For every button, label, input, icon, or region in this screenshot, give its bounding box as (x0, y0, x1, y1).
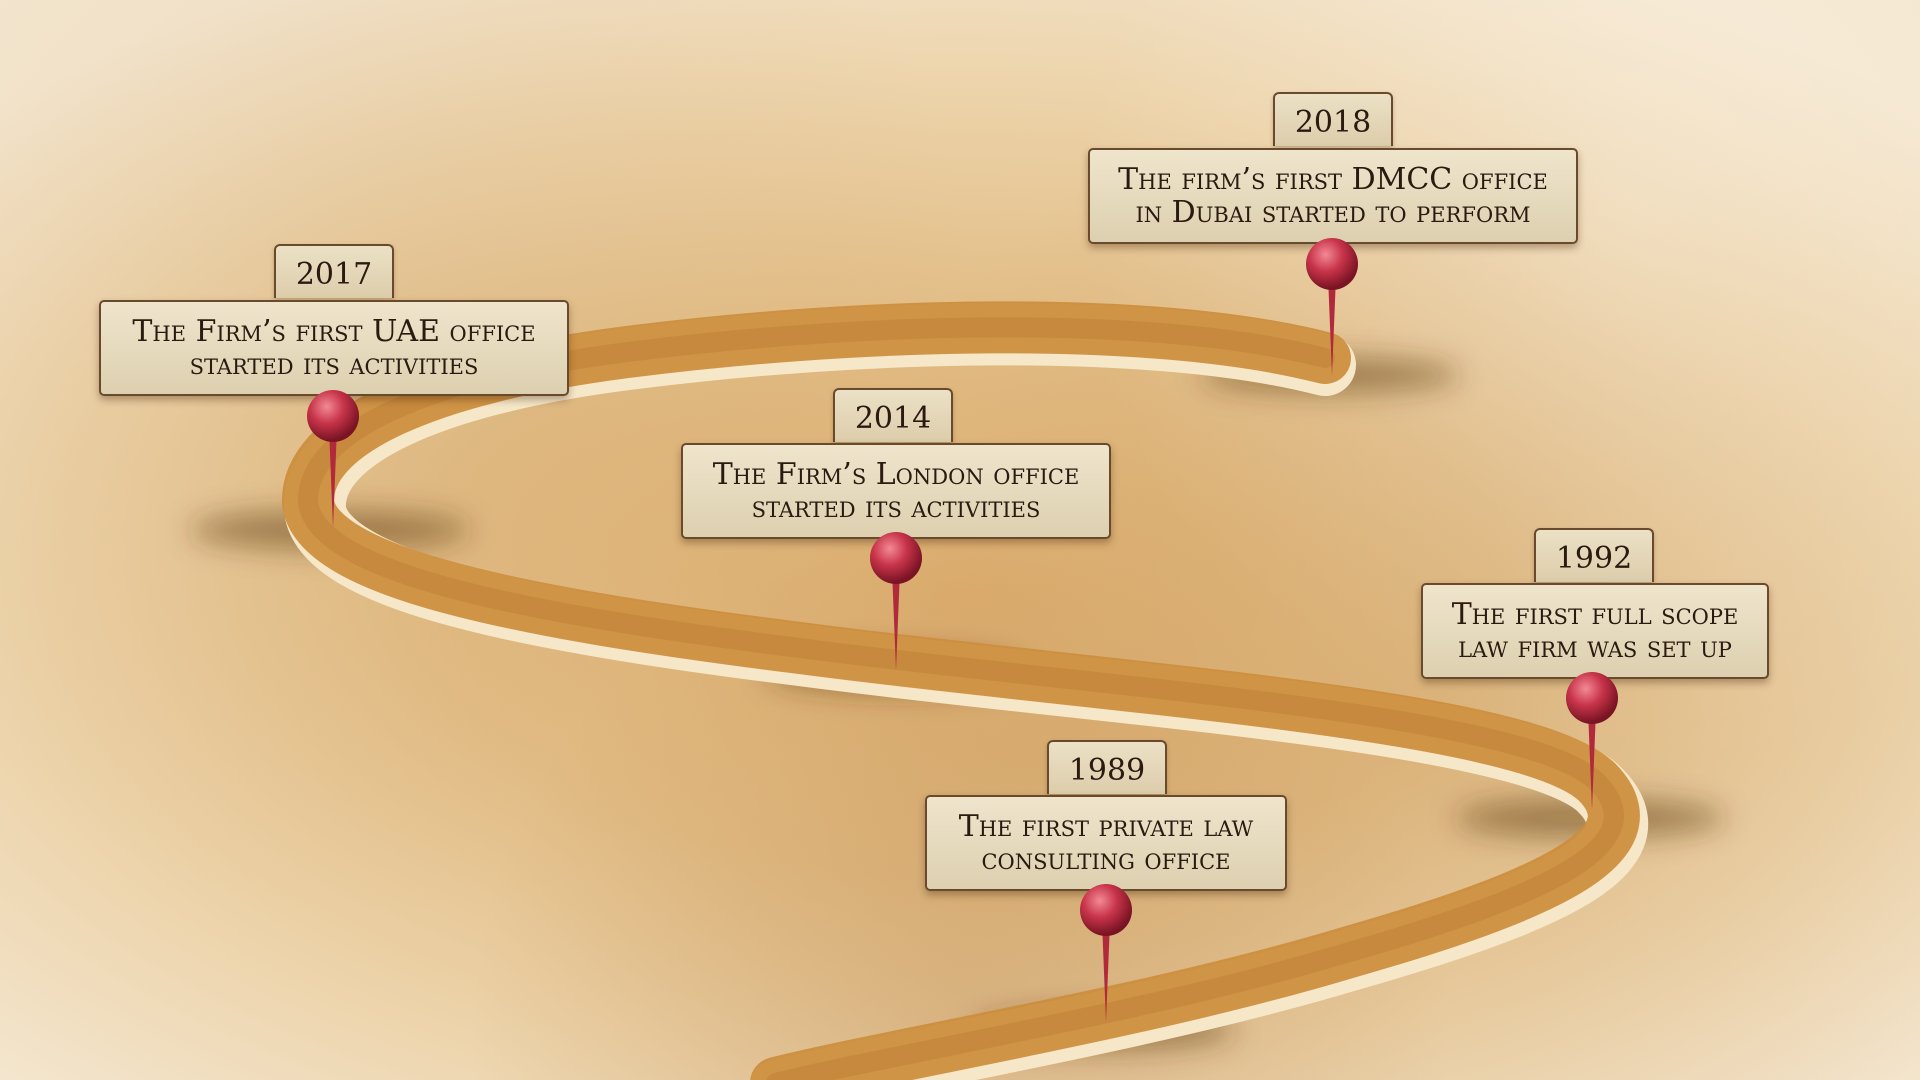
map-pin-icon[interactable] (1562, 670, 1622, 840)
year-tab: 1992 (1534, 528, 1654, 582)
event-description: The firm’s first DMCC office in Dubai st… (1118, 162, 1548, 230)
year-tab: 1989 (1047, 740, 1167, 794)
year-tab: 2014 (833, 388, 953, 442)
year-tab: 2018 (1273, 92, 1393, 146)
map-pin-icon[interactable] (1302, 236, 1362, 406)
event-label: The first full scope law firm was set up (1421, 583, 1769, 679)
map-pin-icon[interactable] (1076, 882, 1136, 1052)
event-description: The Firm’s London office started its act… (712, 457, 1080, 525)
event-label: The firm’s first DMCC office in Dubai st… (1088, 148, 1578, 244)
map-pin-icon[interactable] (866, 530, 926, 700)
map-pin-icon[interactable] (303, 388, 363, 558)
event-description: The Firm’s first UAE office started its … (132, 314, 536, 382)
event-description: The first private law consulting office (958, 809, 1254, 877)
event-description: The first full scope law firm was set up (1451, 597, 1739, 665)
event-label: The first private law consulting office (925, 795, 1287, 891)
year-tab: 2017 (274, 244, 394, 298)
event-label: The Firm’s first UAE office started its … (99, 300, 569, 396)
event-label: The Firm’s London office started its act… (681, 443, 1111, 539)
